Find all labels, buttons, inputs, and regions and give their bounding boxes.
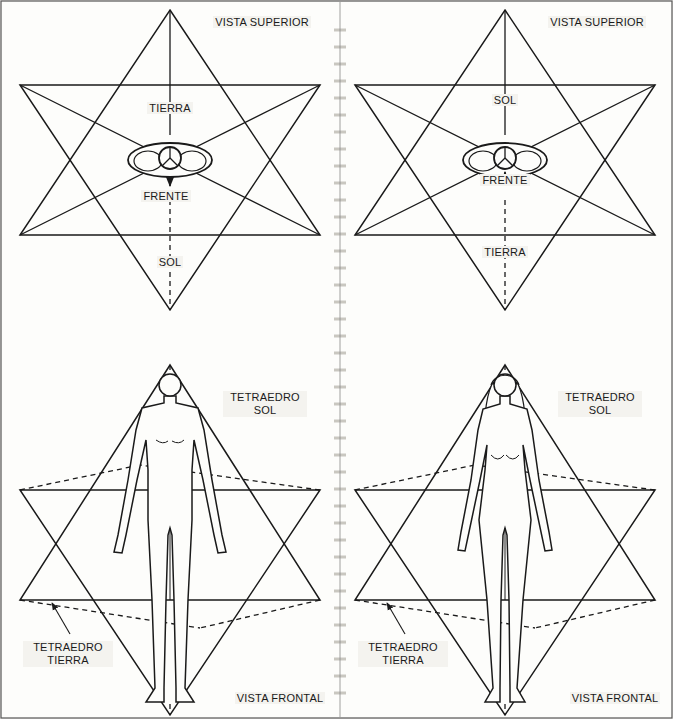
shoulder-top-view <box>178 151 206 171</box>
top-view-star <box>20 10 320 310</box>
head-line <box>162 158 170 166</box>
view-label: VISTA FRONTAL <box>570 692 661 705</box>
hidden-edge <box>355 465 475 490</box>
direction-label: TIERRA <box>482 246 528 259</box>
direction-label: SOL <box>492 94 519 107</box>
head-line <box>497 158 505 166</box>
hidden-edge <box>535 600 655 628</box>
chest-line <box>491 455 519 459</box>
leader-arrow <box>387 603 405 634</box>
shoulder-top-view <box>513 151 541 171</box>
facing-arrow <box>169 178 171 186</box>
view-label: VISTA FRONTAL <box>235 692 326 705</box>
shoulders-top-view <box>463 143 547 177</box>
tetrahedron-label: TETRAEDRO TIERRA <box>23 641 113 666</box>
shoulder-top-view <box>469 151 497 171</box>
center-axis <box>169 704 170 715</box>
head-top-view <box>159 147 181 169</box>
leg-split <box>505 528 506 600</box>
panel-divider <box>340 2 341 717</box>
direction-label: TIERRA <box>147 102 193 115</box>
hair-line <box>491 375 519 385</box>
chest-line <box>156 440 184 443</box>
leg-split <box>170 528 171 600</box>
tetrahedron-label: TETRAEDRO SOL <box>558 391 642 416</box>
shoulder-top-view <box>134 151 162 171</box>
center-axis <box>504 704 505 715</box>
view-label: VISTA SUPERIOR <box>548 16 646 29</box>
hidden-edge <box>20 600 200 628</box>
view-label: VISTA SUPERIOR <box>213 16 311 29</box>
top-view-star <box>355 10 655 310</box>
hidden-edge <box>355 600 535 628</box>
head <box>159 374 181 396</box>
hidden-edge <box>200 600 320 628</box>
hidden-edge <box>20 465 140 490</box>
direction-label: FRENTE <box>141 190 190 203</box>
head-line <box>505 158 513 166</box>
inner-edge <box>169 10 170 135</box>
leader-arrow <box>52 603 70 634</box>
head-line <box>169 147 170 158</box>
inner-edge <box>504 10 505 135</box>
head-line <box>504 147 505 158</box>
front-view-star <box>20 365 320 715</box>
front-view-star <box>355 365 655 715</box>
male-figure <box>114 396 226 702</box>
female-figure <box>458 396 552 702</box>
sun-or-earth-triangle <box>20 10 320 235</box>
head-line <box>170 158 178 166</box>
shoulders-top-view <box>128 143 212 177</box>
direction-label: FRENTE <box>480 174 529 187</box>
tetrahedron-label: TETRAEDRO TIERRA <box>358 641 448 666</box>
tetrahedron-label: TETRAEDRO SOL <box>223 391 307 416</box>
direction-label: SOL <box>157 256 184 269</box>
head-top-view <box>494 147 516 169</box>
